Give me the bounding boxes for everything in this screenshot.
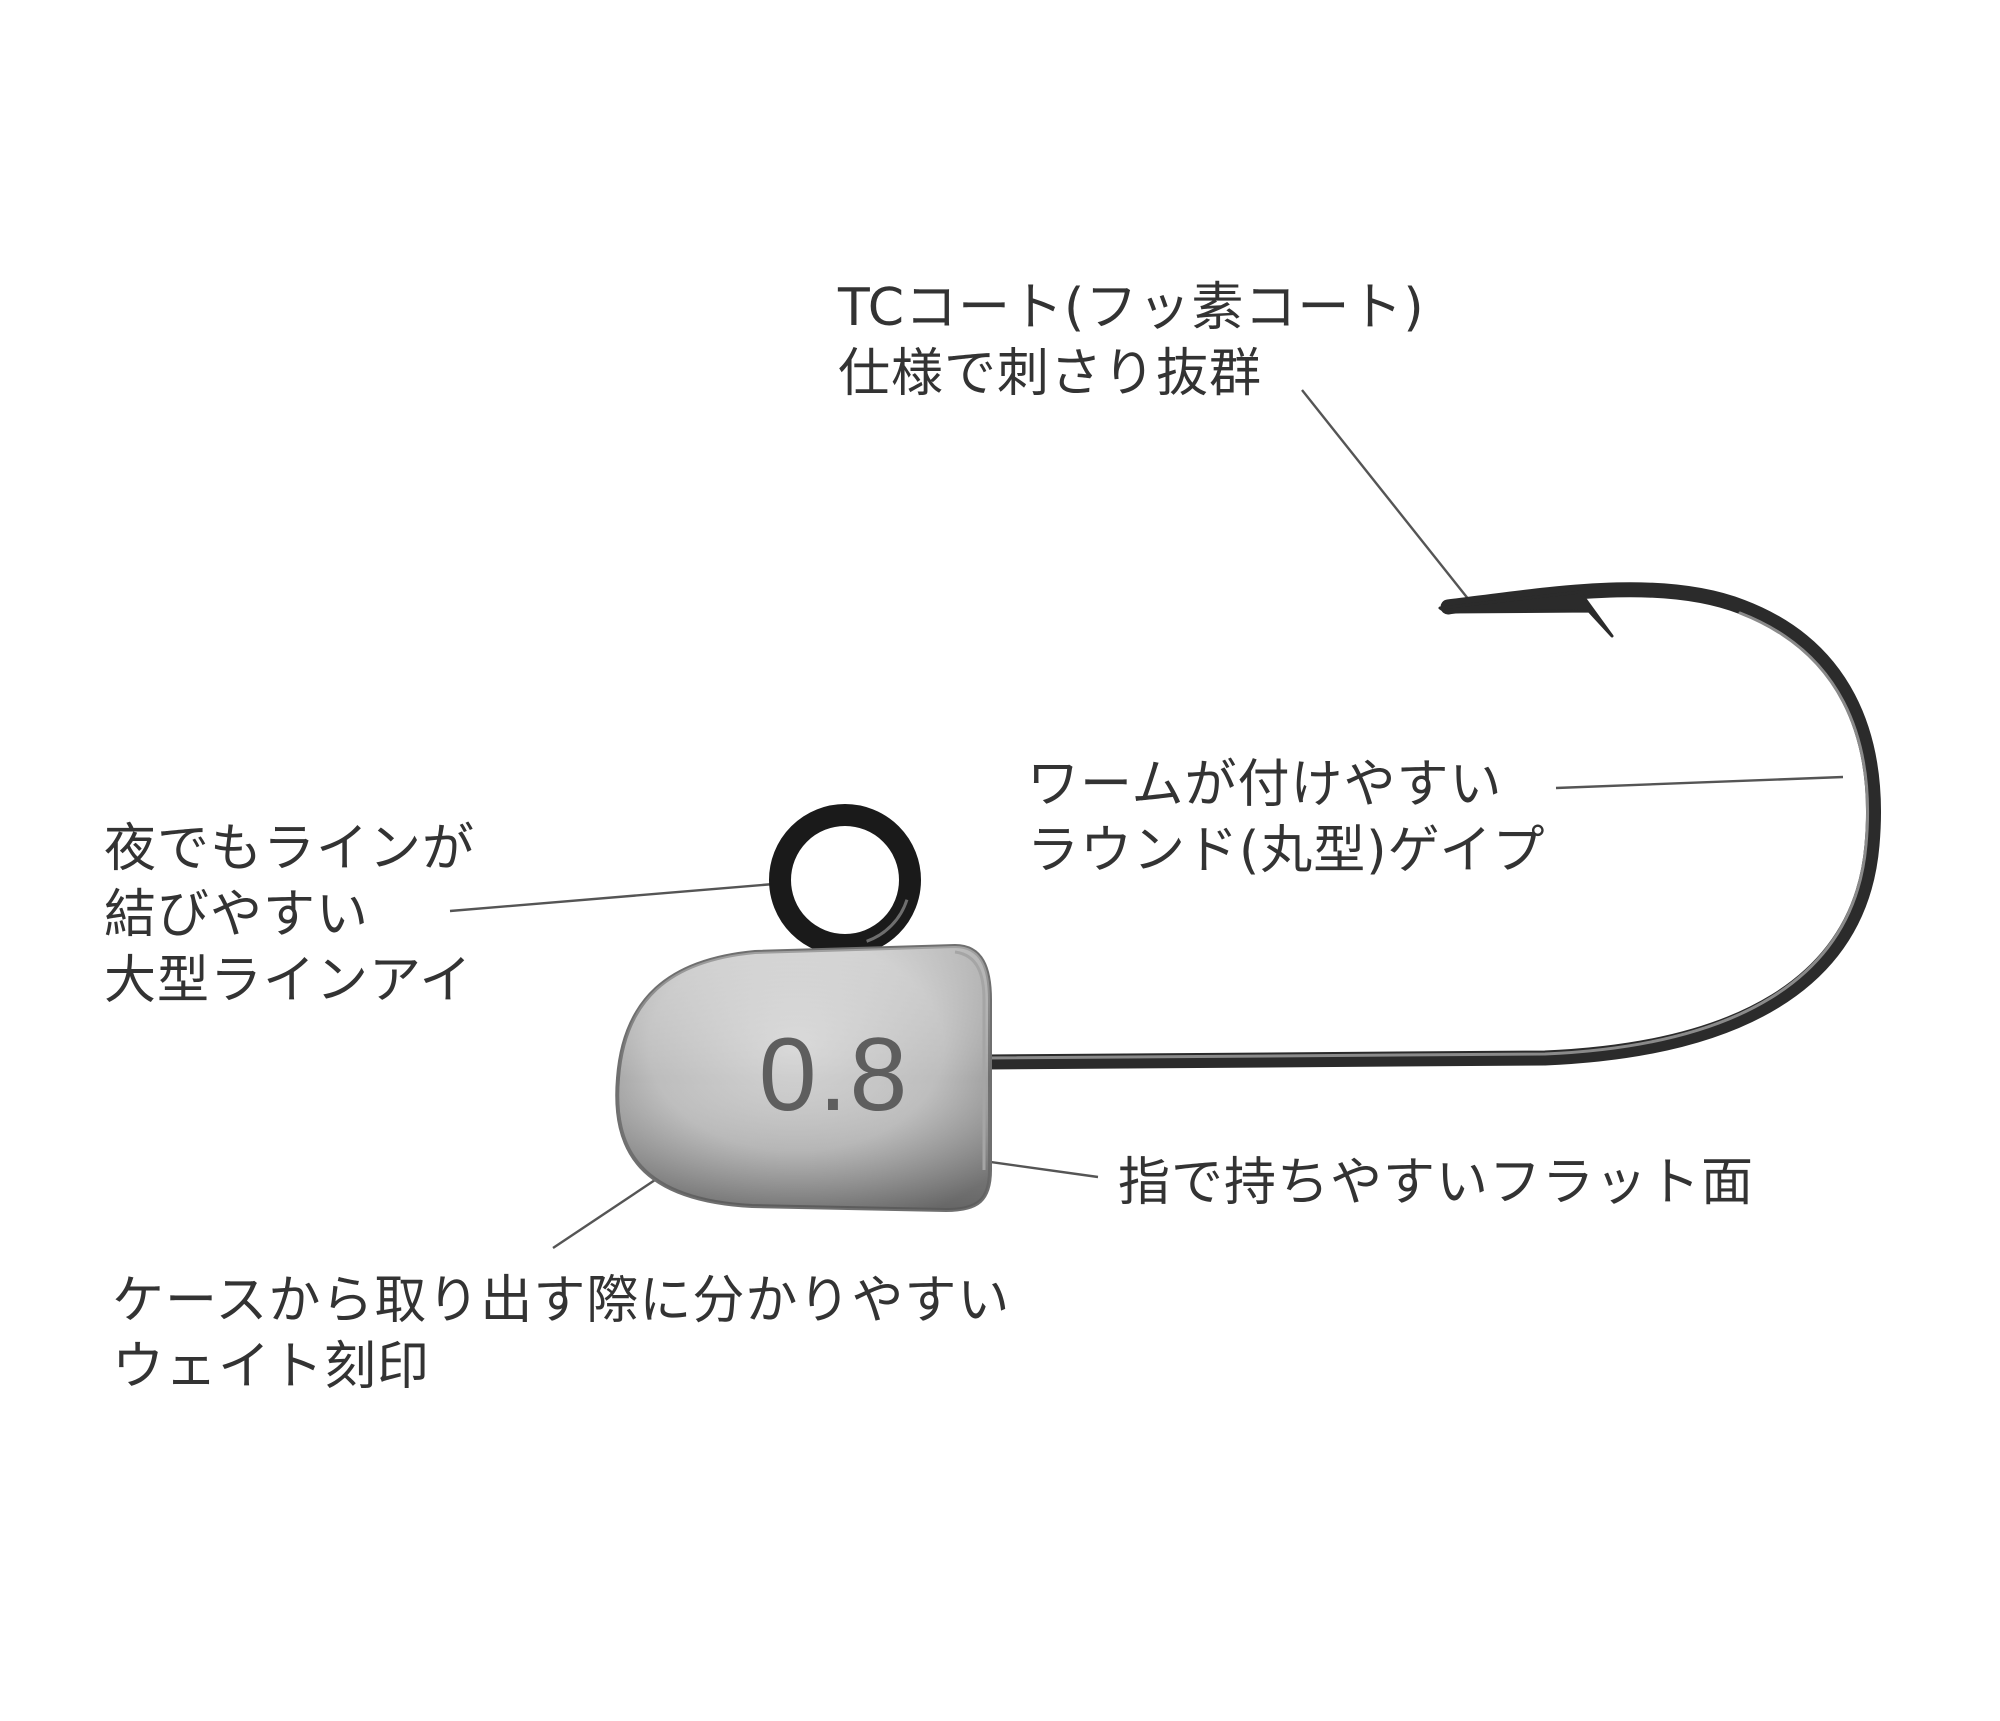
line-eye-ring xyxy=(769,804,921,956)
callout-flat-face-line1: 指で持ちやすいフラット面 xyxy=(1118,1153,1755,1213)
hook-wire xyxy=(978,582,1881,1070)
callout-round-gap: ワームが付けやすい ラウンド(丸型)ゲイプ xyxy=(1027,752,1546,884)
hook-wire-sheen xyxy=(984,611,1870,1060)
callout-line-eye-line1: 夜でもラインが xyxy=(104,819,476,879)
callout-line-eye-line2: 結びやすい xyxy=(104,885,370,945)
callout-tc-coat: TCコート(フッ素コート) 仕様で刺さり抜群 xyxy=(838,275,1425,407)
callout-line-eye: 夜でもラインが 結びやすい 大型ラインアイ xyxy=(104,816,475,1014)
callout-weight-stamp-line1: ケースから取り出す際に分かりやすい xyxy=(112,1271,1011,1331)
callout-weight-stamp-line2: ウェイト刻印 xyxy=(112,1337,431,1397)
callout-flat-face: 指で持ちやすいフラット面 xyxy=(1118,1150,1754,1216)
callout-line-eye-line3: 大型ラインアイ xyxy=(104,951,473,1011)
callout-tc-coat-line1: TCコート(フッ素コート) xyxy=(838,278,1425,338)
leader-line-line-eye xyxy=(449,882,775,913)
callout-tc-coat-line2: 仕様で刺さり抜群 xyxy=(838,344,1263,404)
hook xyxy=(978,582,1881,1070)
leader-line-tc-coat xyxy=(1301,389,1474,606)
callout-weight-stamp: ケースから取り出す際に分かりやすい ウェイト刻印 xyxy=(112,1268,1010,1400)
callout-round-gap-line1: ワームが付けやすい xyxy=(1027,755,1503,815)
flat-face-edge xyxy=(954,950,986,1170)
callout-round-gap-line2: ラウンド(丸型)ゲイプ xyxy=(1027,821,1546,881)
leader-line-round-gap xyxy=(1555,775,1844,790)
hook-point xyxy=(1438,590,1614,638)
weight-mark-text: 0.8 xyxy=(759,1017,910,1133)
jig-head-shading xyxy=(617,946,990,1210)
